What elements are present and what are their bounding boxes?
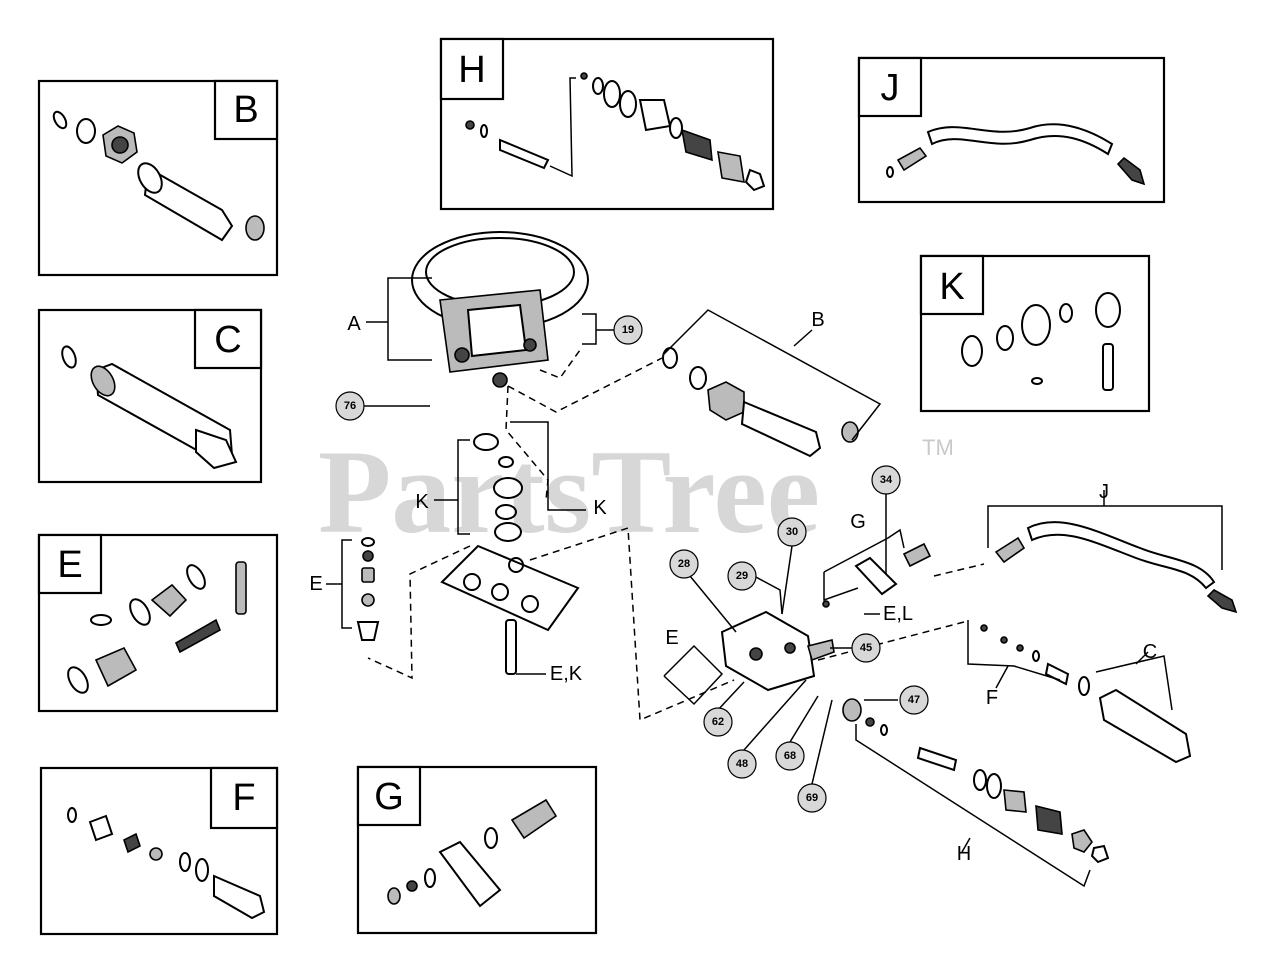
svg-text:28: 28 bbox=[678, 558, 690, 570]
svg-text:68: 68 bbox=[784, 750, 796, 762]
callout-f: F bbox=[986, 687, 998, 709]
component-c bbox=[1078, 676, 1192, 764]
callout-e-l: E,L bbox=[883, 603, 913, 625]
part-19: 19 bbox=[613, 315, 643, 345]
manifold-block bbox=[720, 610, 835, 692]
part-28: 28 bbox=[669, 549, 699, 579]
part-45: 45 bbox=[851, 633, 881, 663]
inset-c-label: C bbox=[214, 319, 241, 361]
component-h bbox=[842, 698, 1110, 864]
callout-h: H bbox=[957, 843, 971, 865]
watermark-tm: TM bbox=[922, 435, 954, 460]
part-30: 30 bbox=[777, 517, 807, 547]
part-48: 48 bbox=[727, 749, 757, 779]
part-47: 47 bbox=[899, 685, 929, 715]
component-b bbox=[662, 347, 859, 458]
inset-b[interactable]: B bbox=[37, 79, 279, 277]
component-g bbox=[822, 542, 932, 608]
svg-text:69: 69 bbox=[806, 792, 818, 804]
inset-h-label: H bbox=[458, 49, 485, 91]
inset-f[interactable]: F bbox=[39, 766, 279, 936]
inset-g-label: G bbox=[374, 776, 404, 818]
part-68: 68 bbox=[775, 741, 805, 771]
hose-assembly-j bbox=[994, 521, 1238, 614]
inset-k-label: K bbox=[939, 266, 964, 308]
letter-callouts: A B C E E F G H J K K E,K E,L bbox=[309, 309, 1157, 865]
svg-text:76: 76 bbox=[344, 400, 356, 412]
inset-j-label: J bbox=[881, 67, 900, 109]
leader-lines bbox=[326, 277, 1223, 888]
callout-e-left: E bbox=[309, 573, 322, 595]
dashed-connection-lines bbox=[367, 349, 985, 722]
callout-a: A bbox=[347, 313, 361, 335]
inset-e[interactable]: E bbox=[37, 533, 279, 713]
component-k-stack bbox=[473, 433, 523, 675]
inset-b-label: B bbox=[233, 89, 258, 131]
svg-text:19: 19 bbox=[622, 324, 634, 336]
pump-head bbox=[440, 544, 580, 632]
watermark-text: PartsTree bbox=[318, 425, 820, 558]
inset-j[interactable]: J bbox=[857, 56, 1166, 204]
svg-text:47: 47 bbox=[908, 694, 920, 706]
inset-g[interactable]: G bbox=[356, 765, 598, 935]
callout-g: G bbox=[850, 511, 866, 533]
callout-k-left: K bbox=[415, 491, 429, 513]
svg-text:29: 29 bbox=[736, 570, 748, 582]
inset-c[interactable]: C bbox=[37, 308, 263, 484]
inset-h[interactable]: H bbox=[439, 37, 775, 211]
svg-text:45: 45 bbox=[860, 642, 872, 654]
inset-f-label: F bbox=[232, 777, 255, 819]
part-62: 62 bbox=[703, 707, 733, 737]
svg-text:34: 34 bbox=[880, 474, 893, 486]
callout-b: B bbox=[811, 309, 824, 331]
part-34: 34 bbox=[871, 465, 901, 495]
callout-c: C bbox=[1143, 641, 1157, 663]
inset-e-label: E bbox=[57, 544, 82, 586]
callout-j: J bbox=[1099, 481, 1109, 503]
part-76: 76 bbox=[335, 391, 365, 421]
inset-k[interactable]: K bbox=[919, 254, 1151, 413]
crankcase-housing bbox=[411, 231, 589, 388]
svg-text:30: 30 bbox=[786, 526, 798, 538]
svg-text:62: 62 bbox=[712, 716, 724, 728]
component-e-left bbox=[356, 537, 380, 641]
svg-text:48: 48 bbox=[736, 758, 748, 770]
part-69: 69 bbox=[797, 783, 827, 813]
part-29: 29 bbox=[727, 561, 757, 591]
callout-e-k: E,K bbox=[550, 663, 583, 685]
callout-k-right: K bbox=[593, 497, 607, 519]
callout-e-mid: E bbox=[665, 627, 678, 649]
part-number-callouts: 19 76 34 30 28 29 45 47 62 48 68 69 bbox=[335, 315, 929, 813]
component-f bbox=[980, 624, 1070, 686]
